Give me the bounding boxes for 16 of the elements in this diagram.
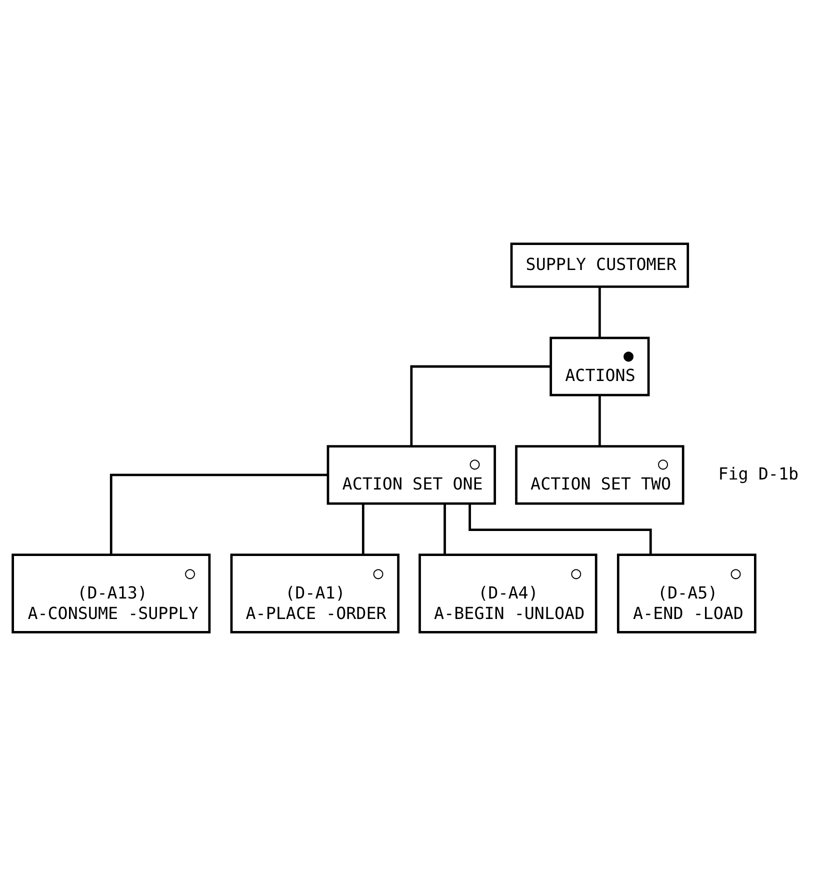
connector: [598, 286, 601, 338]
connector: [444, 504, 446, 555]
label: Fig D-1b: [718, 464, 799, 484]
node-box: ● ACTIONS: [550, 336, 650, 396]
node-box: ○ (D-A1) A-PLACE -ORDER: [230, 554, 400, 634]
node-box: ○ (D-A13) A-CONSUME -SUPPLY: [12, 554, 211, 634]
node-box: SUPPLY CUSTOMER: [510, 242, 690, 288]
connector: [468, 504, 652, 555]
node-box: ○ ACTION SET ONE: [326, 445, 496, 505]
node-box: ○ (D-A4) A-BEGIN -UNLOAD: [418, 554, 598, 634]
node-box: ○ ACTION SET TWO: [515, 445, 684, 505]
connector: [110, 474, 328, 555]
connector: [362, 504, 364, 555]
connector: [598, 396, 601, 446]
node-box: ○ (D-A5) A-END -LOAD: [616, 554, 756, 634]
connector: [410, 365, 551, 446]
